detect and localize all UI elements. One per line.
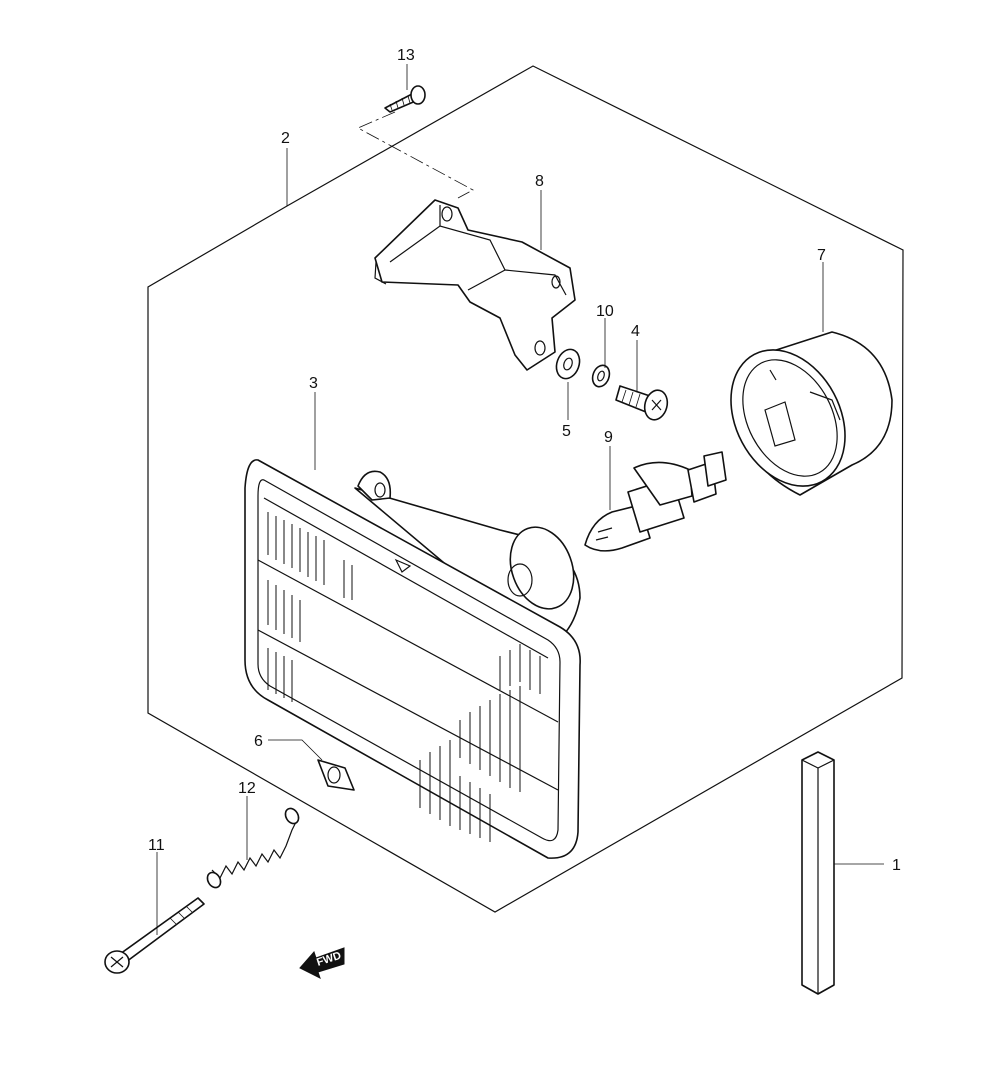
callout-10: 10 (596, 303, 614, 320)
bracket-part-8 (374, 199, 576, 371)
callout-8: 8 (535, 173, 544, 190)
callout-6: 6 (254, 733, 263, 750)
callout-7: 7 (817, 247, 826, 264)
callout-5: 5 (562, 423, 571, 440)
screw-part-13 (384, 85, 426, 113)
callout-labels: 1 2 3 4 5 6 7 8 9 10 11 12 13 (148, 47, 901, 874)
callout-12: 12 (238, 780, 256, 797)
callout-4: 4 (631, 323, 640, 340)
headlight-unit-part-3 (244, 459, 581, 859)
assembly-boundary (147, 65, 904, 913)
adjusting-screw-part-11 (104, 897, 205, 974)
callout-9: 9 (604, 429, 613, 446)
spring-part-12 (206, 807, 300, 889)
callout-11: 11 (148, 837, 165, 854)
callout-3: 3 (309, 375, 318, 392)
clip-nut-part-6 (317, 759, 355, 791)
reference-line (357, 111, 474, 199)
socket-cover-part-7 (730, 331, 893, 496)
callout-1: 1 (892, 857, 901, 874)
callout-13: 13 (397, 47, 415, 64)
washer-part-5 (555, 348, 581, 380)
lock-washer-part-10 (591, 364, 611, 388)
forward-direction-arrow: FWD (299, 947, 345, 979)
callout-2: 2 (281, 130, 290, 147)
screw-part-4 (615, 385, 669, 421)
leader-lines (156, 64, 884, 935)
strip-part-1 (801, 751, 835, 995)
bulb-part-9 (584, 451, 727, 552)
